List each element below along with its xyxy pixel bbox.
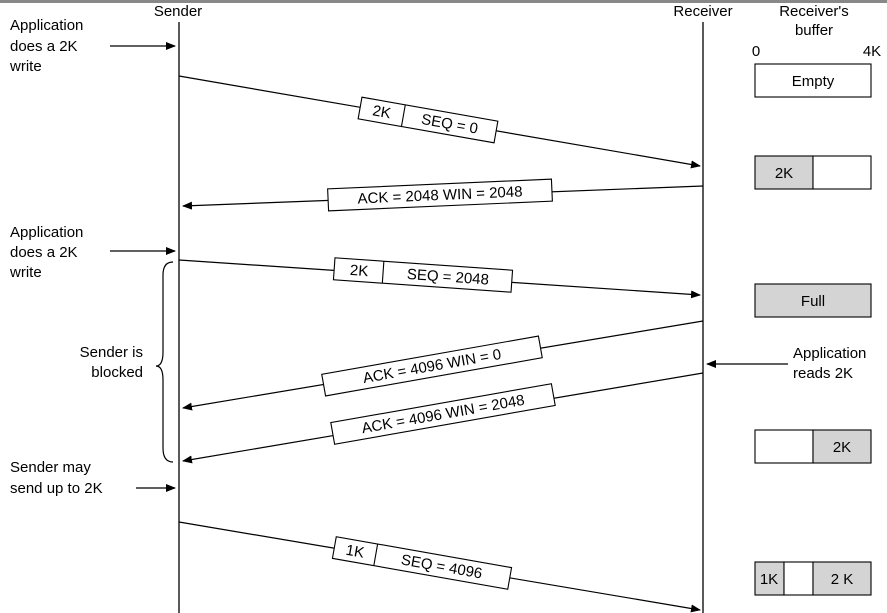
svg-text:write: write — [9, 58, 42, 75]
top-border — [0, 0, 887, 3]
message-label-4: ACK = 4096 WIN = 0 — [321, 335, 543, 397]
app-write-annotation-1: Application does a 2K write — [9, 17, 83, 75]
message-label-1: 2K SEQ = 0 — [357, 96, 499, 144]
svg-text:reads 2K: reads 2K — [793, 365, 853, 382]
svg-text:Application: Application — [10, 17, 83, 34]
svg-text:send up to 2K: send up to 2K — [10, 480, 103, 497]
blocked-brace — [155, 261, 174, 463]
buffer-state-1: Empty — [754, 63, 872, 98]
svg-text:write: write — [9, 264, 42, 281]
buffer-scale-min: 0 — [752, 43, 760, 60]
buffer-state-5: 1K 2 K — [754, 561, 872, 596]
buffer-5-a: 1K — [760, 571, 778, 588]
svg-text:Sender is: Sender is — [80, 344, 143, 361]
buffer-state-3: Full — [754, 283, 872, 318]
message-label-2: ACK = 2048 WIN = 2048 — [327, 178, 553, 212]
buffer-state-4: 2K — [754, 429, 872, 464]
buffer-4-right: 2K — [833, 439, 851, 456]
app-reads-annotation: Application reads 2K — [793, 345, 866, 382]
buffer-3-text: Full — [801, 293, 825, 310]
buffer-2-left: 2K — [775, 165, 793, 182]
svg-text:Application: Application — [10, 224, 83, 241]
svg-text:Application: Application — [793, 345, 866, 362]
buffer-header-line2: buffer — [795, 22, 833, 39]
buffer-5-c: 2 K — [831, 571, 854, 588]
message-text-3: SEQ = 2048 — [406, 266, 489, 289]
svg-text:Sender may: Sender may — [10, 459, 91, 476]
sender-header: Sender — [154, 3, 202, 20]
message-label-5: ACK = 4096 WIN = 2048 — [330, 383, 556, 445]
buffer-scale-max: 4K — [863, 43, 881, 60]
sender-may-send-annotation: Sender may send up to 2K — [10, 459, 103, 497]
svg-text:does a 2K: does a 2K — [10, 38, 78, 55]
message-label-3: 2K SEQ = 2048 — [332, 257, 514, 293]
buffer-state-2: 2K — [754, 155, 872, 190]
svg-text:does a 2K: does a 2K — [10, 244, 78, 261]
message-label-6: 1K SEQ = 4096 — [331, 536, 513, 590]
buffer-1-text: Empty — [792, 73, 835, 90]
message-size-1: 2K — [371, 102, 392, 122]
sender-blocked-annotation: Sender is blocked — [80, 344, 143, 381]
message-size-6: 1K — [344, 542, 365, 562]
svg-text:blocked: blocked — [91, 364, 143, 381]
receiver-header: Receiver — [673, 3, 732, 20]
buffer-header-line1: Receiver's — [779, 3, 849, 20]
app-write-annotation-2: Application does a 2K write — [9, 224, 83, 281]
message-size-3: 2K — [349, 262, 369, 280]
